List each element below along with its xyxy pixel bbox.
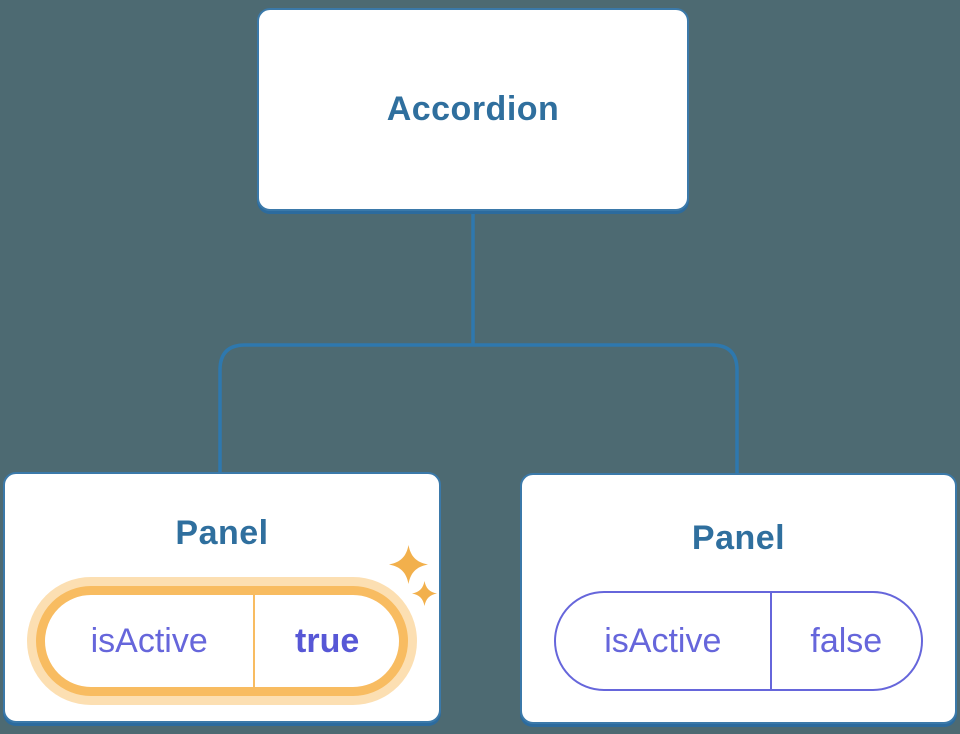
state-pill-highlight-glow: isActive true bbox=[27, 577, 417, 705]
panel-node-active: Panel isActive true bbox=[3, 472, 441, 723]
state-pill-inactive: isActive false bbox=[554, 591, 923, 691]
panel-node-label: Panel bbox=[175, 514, 269, 552]
sparkle-small-icon bbox=[412, 581, 437, 606]
accordion-node-label: Accordion bbox=[386, 90, 560, 128]
state-pill-divider bbox=[769, 593, 772, 689]
accordion-node: Accordion bbox=[257, 8, 689, 211]
state-pill-divider bbox=[253, 595, 256, 687]
state-prop-value: true bbox=[295, 621, 360, 660]
state-prop-value: false bbox=[810, 621, 883, 660]
state-prop-name: isActive bbox=[90, 621, 208, 660]
state-pill-active: isActive true bbox=[36, 586, 408, 696]
sparkle-large-icon bbox=[389, 545, 428, 584]
state-prop-name: isActive bbox=[604, 621, 722, 660]
connector-branch bbox=[218, 343, 739, 474]
panel-node-label: Panel bbox=[691, 519, 786, 557]
panel-node-inactive: Panel isActive false bbox=[520, 473, 957, 724]
